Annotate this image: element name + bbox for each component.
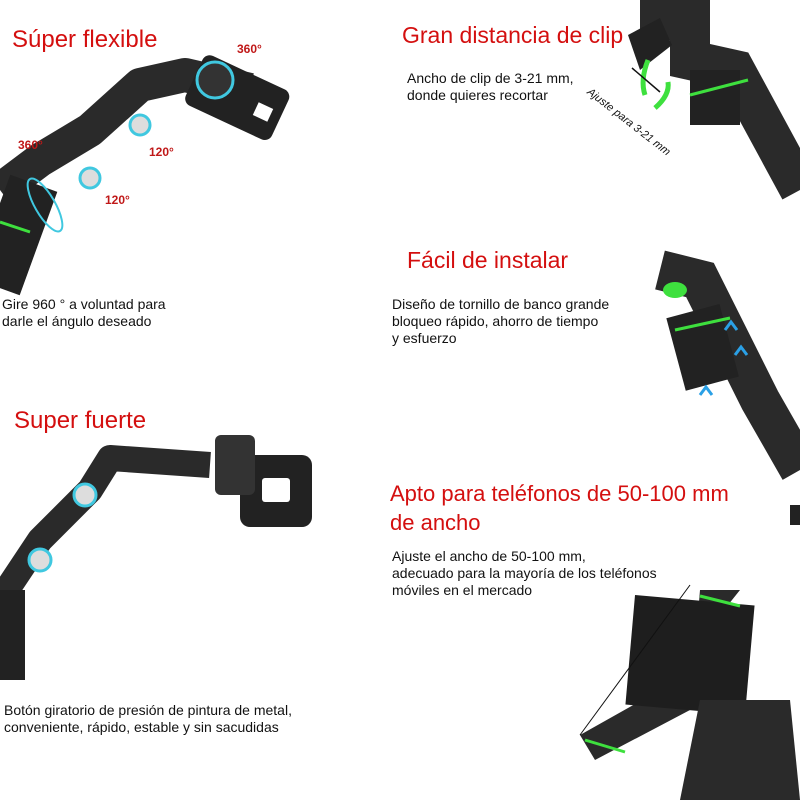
flexible-arm-image	[0, 55, 290, 296]
install-description: Diseño de tornillo de banco grande bloqu…	[392, 296, 609, 347]
desc-line: Gire 960 ° a voluntad para	[2, 296, 166, 312]
desc-line: bloqueo rápido, ahorro de tiempo	[392, 313, 599, 329]
strong-title: Super fuerte	[14, 407, 147, 434]
angle-label: 360°	[18, 138, 43, 152]
phones-description: Ajuste el ancho de 50-100 mm, adecuado p…	[392, 548, 657, 599]
desc-line: conveniente, rápido, estable y sin sacud…	[4, 719, 279, 735]
desc-line: donde quieres recortar	[407, 87, 548, 103]
desc-line: Diseño de tornillo de banco grande	[392, 296, 610, 312]
desc-line: móviles en el mercado	[392, 582, 533, 598]
angle-label: 120°	[105, 193, 130, 207]
phones-title: Apto para teléfonos de 50-100 mm de anch…	[390, 479, 729, 537]
clip-title: Gran distancia de clip	[402, 22, 624, 48]
angle-label: 360°	[237, 42, 262, 56]
clip-description: Ancho de clip de 3-21 mm, donde quieres …	[407, 70, 574, 104]
strong-arm-image	[0, 435, 312, 680]
screw-clamp-image	[655, 250, 800, 480]
clip-image	[628, 0, 800, 200]
title-line: de ancho	[390, 510, 481, 535]
strong-description: Botón giratorio de presión de pintura de…	[4, 702, 292, 736]
angle-label: 120°	[149, 145, 174, 159]
install-title: Fácil de instalar	[407, 247, 569, 273]
desc-line: Ajuste el ancho de 50-100 mm,	[392, 548, 586, 564]
desc-line: Botón giratorio de presión de pintura de…	[4, 702, 292, 718]
desc-line: y esfuerzo	[392, 330, 457, 346]
desc-line: Ancho de clip de 3-21 mm,	[407, 70, 574, 86]
title-line: Apto para teléfonos de 50-100 mm	[390, 481, 729, 506]
flexible-description: Gire 960 ° a voluntad para darle el ángu…	[2, 296, 166, 330]
desc-line: adecuado para la mayoría de los teléfono…	[392, 565, 657, 581]
desc-line: darle el ángulo deseado	[2, 313, 152, 329]
phone-holder-image	[579, 505, 800, 800]
flexible-title: Súper flexible	[12, 26, 158, 53]
